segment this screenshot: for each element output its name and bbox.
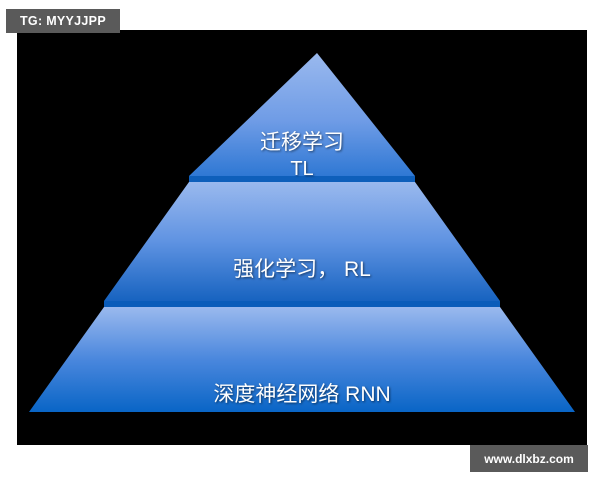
pyramid-divider-middle: [189, 176, 415, 182]
pyramid-tier-middle: [104, 182, 500, 301]
telegram-handle-text: TG: MYYJJPP: [20, 14, 106, 28]
telegram-handle-badge: TG: MYYJJPP: [6, 9, 120, 33]
pyramid-diagram: [17, 30, 587, 445]
slide-canvas: 迁移学习 TL 强化学习， RL 深度神经网络 RNN: [17, 30, 587, 445]
pyramid-tier-bottom: [29, 307, 575, 412]
pyramid-tier-top: [189, 53, 415, 176]
pyramid-divider-bottom: [104, 301, 500, 307]
site-watermark-text: www.dlxbz.com: [484, 451, 574, 466]
site-watermark: www.dlxbz.com: [470, 445, 588, 472]
pyramid-svg: [29, 53, 575, 412]
